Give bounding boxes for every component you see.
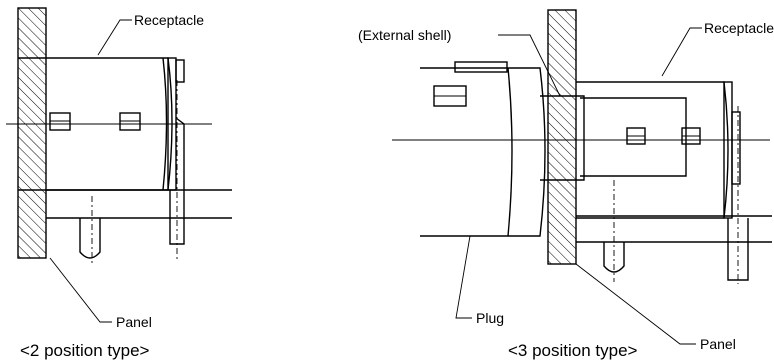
caption-left: <2 position type> — [20, 341, 150, 360]
receptacle-body-right — [576, 81, 741, 219]
receptacle-label-right: Receptacle — [704, 20, 774, 36]
pcb-left — [46, 189, 232, 219]
panel-label-left: Panel — [116, 314, 152, 330]
plug-label: Plug — [476, 310, 504, 326]
panel-right — [547, 9, 577, 265]
receptacle-leader-left — [97, 19, 132, 56]
external-shell-leader — [498, 34, 561, 97]
two-position-view: Receptacle Panel <2 position type> — [6, 7, 232, 360]
panel-left — [17, 7, 47, 259]
pins-right — [603, 106, 749, 284]
three-position-view: (External shell) Receptacle Plug Panel <… — [358, 9, 774, 360]
plug-body — [420, 61, 585, 237]
receptacle-leader-right — [661, 27, 702, 77]
external-shell-label: (External shell) — [358, 27, 451, 43]
receptacle-label-left: Receptacle — [134, 12, 204, 28]
pcb-right — [576, 215, 772, 243]
caption-right: <3 position type> — [508, 341, 638, 360]
lock-window-2-left — [119, 112, 141, 131]
plug-leader — [455, 235, 472, 319]
panel-leader-left — [49, 257, 112, 323]
pins-left — [79, 80, 185, 264]
panel-leader-right — [575, 263, 696, 345]
lock-window-1-left — [49, 112, 71, 131]
panel-label-right: Panel — [700, 336, 736, 352]
